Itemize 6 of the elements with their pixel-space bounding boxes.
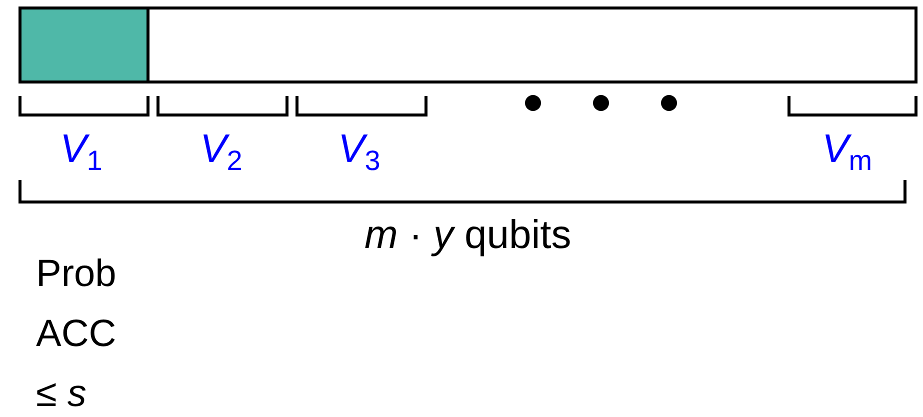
- register-label: V$_{2}$: [200, 126, 242, 178]
- register-label: V$_{3}$: [338, 126, 380, 178]
- register-label: V$_{m}$: [822, 126, 872, 178]
- note-text: Prob ACC ≤ s: [36, 252, 118, 417]
- register-label: V$_{1}$: [60, 126, 102, 178]
- qubit-count-label: m · y qubits: [364, 212, 572, 258]
